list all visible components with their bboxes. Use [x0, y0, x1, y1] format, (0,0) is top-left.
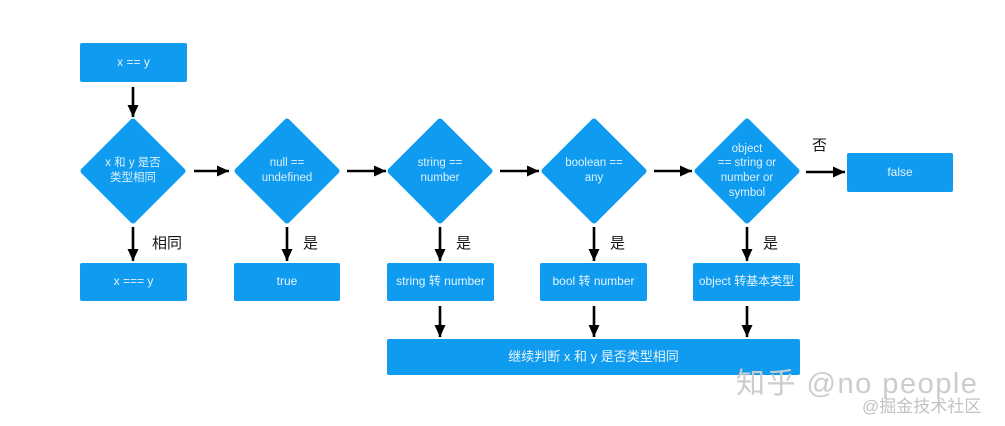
node-result-strict-equal: x === y — [80, 263, 187, 301]
node-convert-object-to-primitive: object 转基本类型 — [693, 263, 800, 301]
watermark-juejin: @掘金技术社区 — [862, 397, 982, 416]
node-decision-string-number-label: string == number — [417, 157, 463, 184]
node-decision-type-same-label: x 和 y 是否 类型相同 — [105, 157, 161, 184]
edge-label-no: 否 — [812, 137, 828, 154]
node-convert-string-to-number: string 转 number — [387, 263, 494, 301]
node-decision-string-number: string == number — [385, 116, 495, 226]
node-continue-check: 继续判断 x 和 y 是否类型相同 — [387, 339, 800, 375]
node-result-true: true — [234, 263, 340, 301]
edge-label-yes-boolean: 是 — [610, 235, 626, 252]
node-decision-boolean-any: boolean == any — [539, 116, 649, 226]
node-result-false: false — [847, 153, 953, 192]
node-start: x == y — [80, 43, 187, 82]
edge-label-yes-string: 是 — [456, 235, 472, 252]
node-decision-boolean-any-label: boolean == any — [565, 157, 623, 184]
watermark-zhihu: 知乎 @no people — [736, 368, 979, 400]
node-decision-null-undefined-label: null == undefined — [261, 157, 313, 184]
node-decision-object-primitive: object == string or number or symbol — [692, 116, 802, 226]
edge-label-yes-object: 是 — [763, 235, 779, 252]
node-convert-bool-to-number: bool 转 number — [540, 263, 647, 301]
edge-label-yes-null: 是 — [303, 235, 319, 252]
node-decision-object-primitive-label: object == string or number or symbol — [717, 142, 777, 199]
node-decision-null-undefined: null == undefined — [232, 116, 342, 226]
node-decision-type-same: x 和 y 是否 类型相同 — [78, 116, 188, 226]
edge-label-same: 相同 — [152, 235, 183, 252]
